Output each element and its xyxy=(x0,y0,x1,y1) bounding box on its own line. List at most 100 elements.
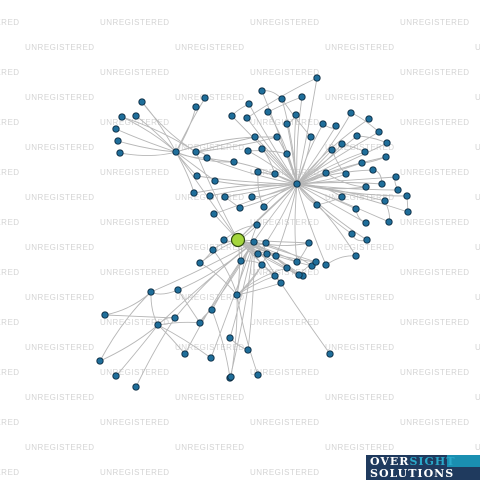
entity-node-e5[interactable] xyxy=(253,221,261,229)
entity-node-a8[interactable] xyxy=(192,103,200,111)
entity-node-c16[interactable] xyxy=(375,128,383,136)
entity-node-d8[interactable] xyxy=(244,346,252,354)
entity-node-c1[interactable] xyxy=(258,87,266,95)
entity-node-c3[interactable] xyxy=(298,93,306,101)
entity-node-c22[interactable] xyxy=(358,159,366,167)
entity-node-e19[interactable] xyxy=(295,271,303,279)
entity-node-c8[interactable] xyxy=(228,112,236,120)
entity-node-a4[interactable] xyxy=(114,137,122,145)
entity-node-e3[interactable] xyxy=(210,210,218,218)
entity-node-e17[interactable] xyxy=(271,272,279,280)
entity-node-e20[interactable] xyxy=(312,258,320,266)
entity-node-e23[interactable] xyxy=(352,205,360,213)
entity-node-b7[interactable] xyxy=(190,189,198,197)
entity-node-c14[interactable] xyxy=(347,109,355,117)
entity-node-e18[interactable] xyxy=(277,279,285,287)
entity-node-c6[interactable] xyxy=(245,100,253,108)
entity-node-d_far7[interactable] xyxy=(326,350,334,358)
entity-node-c21[interactable] xyxy=(382,153,390,161)
entity-node-e10[interactable] xyxy=(262,239,270,247)
entity-node-b11[interactable] xyxy=(248,193,256,201)
entity-node-b4[interactable] xyxy=(273,133,281,141)
entity-node-f14[interactable] xyxy=(322,261,330,269)
entity-node-c9[interactable] xyxy=(292,111,300,119)
entity-node-b5[interactable] xyxy=(193,172,201,180)
entity-node-c24[interactable] xyxy=(328,146,336,154)
entity-node-c11[interactable] xyxy=(307,133,315,141)
entity-node-b17[interactable] xyxy=(244,147,252,155)
entity-node-d2[interactable] xyxy=(174,286,182,294)
entity-node-e7[interactable] xyxy=(237,257,245,265)
entity-node-f4[interactable] xyxy=(378,180,386,188)
entity-node-e22[interactable] xyxy=(338,193,346,201)
entity-node-d_far1[interactable] xyxy=(101,311,109,319)
entity-node-e2[interactable] xyxy=(209,246,217,254)
entity-node-d10[interactable] xyxy=(207,354,215,362)
entity-node-f1[interactable] xyxy=(322,169,330,177)
entity-node-c19[interactable] xyxy=(338,140,346,148)
focus-entity-node[interactable] xyxy=(230,232,246,248)
entity-node-e16[interactable] xyxy=(283,264,291,272)
entity-node-a1[interactable] xyxy=(138,98,146,106)
entity-node-c15[interactable] xyxy=(365,115,373,123)
entity-node-c12[interactable] xyxy=(319,120,327,128)
entity-node-c7[interactable] xyxy=(243,114,251,122)
entity-node-d_far6[interactable] xyxy=(254,371,262,379)
entity-node-e11[interactable] xyxy=(272,252,280,260)
entity-node-f6[interactable] xyxy=(394,186,402,194)
entity-node-e6[interactable] xyxy=(258,261,266,269)
entity-node-d9[interactable] xyxy=(181,350,189,358)
entity-node-f3[interactable] xyxy=(369,166,377,174)
entity-node-e12[interactable] xyxy=(293,258,301,266)
entity-node-a5[interactable] xyxy=(116,149,124,157)
entity-node-e9[interactable] xyxy=(263,250,271,258)
entity-node-b3[interactable] xyxy=(251,133,259,141)
entity-node-c17[interactable] xyxy=(383,139,391,147)
entity-node-d_far5[interactable] xyxy=(227,373,235,381)
entity-node-b14[interactable] xyxy=(271,170,279,178)
entity-node-a6[interactable] xyxy=(132,112,140,120)
entity-node-H1[interactable] xyxy=(172,148,180,156)
entity-node-f5[interactable] xyxy=(392,173,400,181)
entity-node-d1[interactable] xyxy=(147,288,155,296)
entity-node-d3[interactable] xyxy=(171,314,179,322)
entity-node-a3[interactable] xyxy=(112,125,120,133)
entity-node-e21[interactable] xyxy=(313,201,321,209)
entity-node-d_far2[interactable] xyxy=(96,357,104,365)
entity-node-c10[interactable] xyxy=(283,120,291,128)
entity-node-e4[interactable] xyxy=(220,236,228,244)
entity-node-e24[interactable] xyxy=(362,219,370,227)
entity-node-H5[interactable] xyxy=(250,238,258,246)
entity-node-b8[interactable] xyxy=(206,192,214,200)
entity-node-c20[interactable] xyxy=(361,148,369,156)
entity-node-f2[interactable] xyxy=(362,183,370,191)
entity-node-b15[interactable] xyxy=(258,145,266,153)
entity-node-b2[interactable] xyxy=(230,158,238,166)
entity-node-b10[interactable] xyxy=(236,204,244,212)
entity-node-f10[interactable] xyxy=(385,218,393,226)
entity-node-a2[interactable] xyxy=(118,113,126,121)
entity-node-c13[interactable] xyxy=(332,122,340,130)
entity-node-f8[interactable] xyxy=(404,208,412,216)
entity-node-e1[interactable] xyxy=(196,259,204,267)
entity-node-H4[interactable] xyxy=(233,291,241,299)
entity-node-c5[interactable] xyxy=(264,108,272,116)
entity-node-f12[interactable] xyxy=(363,236,371,244)
entity-node-f9[interactable] xyxy=(381,197,389,205)
entity-node-c18[interactable] xyxy=(353,132,361,140)
entity-node-H3[interactable] xyxy=(293,180,301,188)
entity-node-d4[interactable] xyxy=(154,321,162,329)
entity-node-e8[interactable] xyxy=(254,250,262,258)
entity-node-c2[interactable] xyxy=(278,95,286,103)
entity-node-b6[interactable] xyxy=(211,177,219,185)
entity-node-b9[interactable] xyxy=(221,193,229,201)
entity-node-d_far4[interactable] xyxy=(132,383,140,391)
entity-node-d5[interactable] xyxy=(196,319,204,327)
entity-node-b13[interactable] xyxy=(254,168,262,176)
entity-node-d7[interactable] xyxy=(226,334,234,342)
entity-node-c4[interactable] xyxy=(313,74,321,82)
entity-node-f11[interactable] xyxy=(348,230,356,238)
entity-node-f13[interactable] xyxy=(352,252,360,260)
entity-node-f7[interactable] xyxy=(403,192,411,200)
entity-node-b16[interactable] xyxy=(283,150,291,158)
